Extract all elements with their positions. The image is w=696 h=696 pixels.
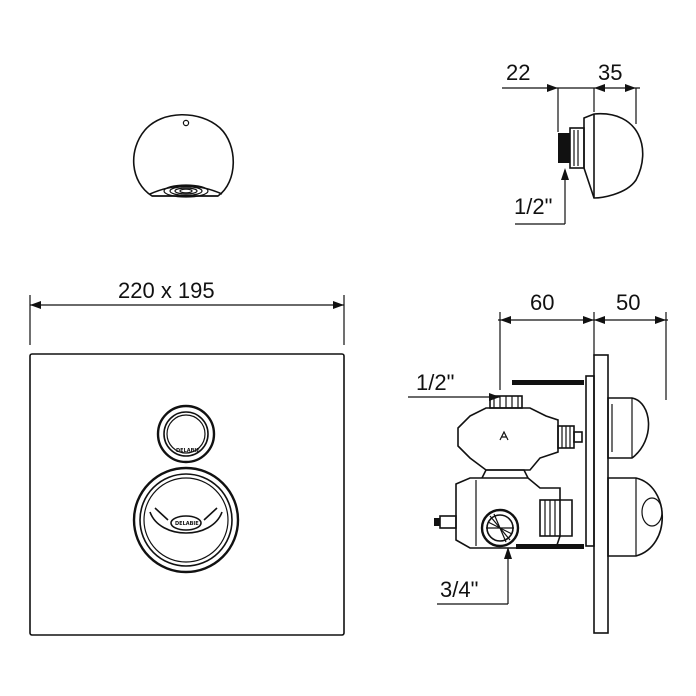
shower-head-front-view bbox=[132, 113, 235, 198]
inlet-top-label: 1/2" bbox=[416, 370, 454, 395]
large-knob-logo: DELABIE bbox=[175, 521, 199, 527]
overall-dimension-label: 220 x 195 bbox=[118, 278, 215, 303]
dim-60-label: 60 bbox=[530, 290, 554, 315]
shower-head-side-view: 22 35 1/2" bbox=[502, 60, 644, 225]
inlet-bottom-label: 3/4" bbox=[440, 577, 478, 602]
dim-50-label: 50 bbox=[616, 290, 640, 315]
inlet-half-inch-label: 1/2" bbox=[514, 194, 552, 219]
small-knob-logo: DELABIE bbox=[176, 448, 200, 454]
dim-22-label: 22 bbox=[506, 60, 530, 85]
valve-side-view: 60 50 bbox=[408, 290, 668, 634]
dim-35-label: 35 bbox=[598, 60, 622, 85]
front-view-plate: 220 x 195 DELABIE DELABIE bbox=[29, 278, 345, 636]
